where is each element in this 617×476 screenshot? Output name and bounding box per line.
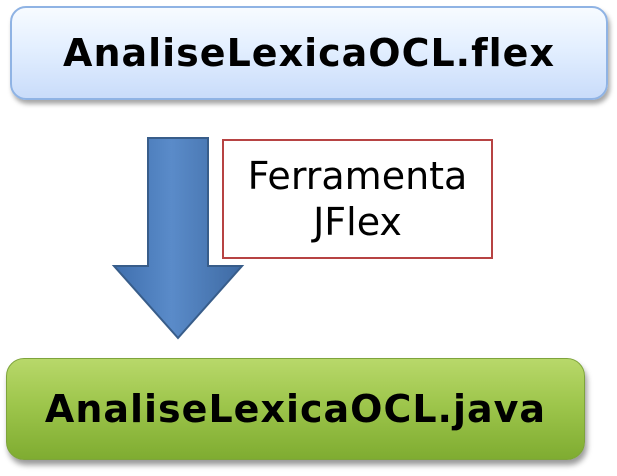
output-file-box: AnaliseLexicaOCL.java (6, 358, 585, 460)
output-file-label: AnaliseLexicaOCL.java (44, 387, 547, 431)
source-file-box: AnaliseLexicaOCL.flex (10, 6, 608, 100)
tool-label-box: Ferramenta JFlex (222, 139, 493, 259)
down-arrow-icon (111, 137, 245, 340)
tool-label-line-2: JFlex (313, 200, 402, 244)
tool-label-line-1: Ferramenta (247, 154, 468, 198)
source-file-label: AnaliseLexicaOCL.flex (63, 31, 555, 75)
